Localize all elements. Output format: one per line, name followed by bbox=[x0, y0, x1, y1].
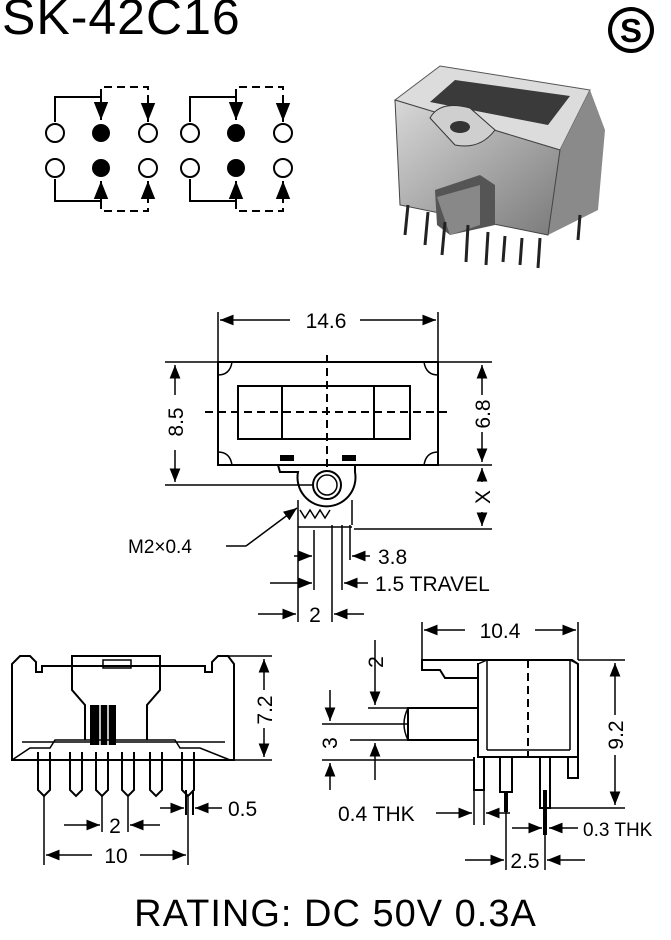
dim-top-width: 14.6 bbox=[306, 310, 347, 333]
thread-label: M2×0.4 bbox=[128, 537, 192, 558]
dim-side-width: 10.4 bbox=[480, 620, 521, 643]
dim-front-width: 10 bbox=[104, 845, 127, 868]
dim-3-8: 3.8 bbox=[378, 546, 407, 569]
front-view-drawing: 7.2 0.5 2 10 bbox=[11, 655, 277, 868]
dim-side-pitch: 2.5 bbox=[510, 850, 539, 873]
product-illustration bbox=[393, 65, 605, 269]
dim-front-height: 7.2 bbox=[254, 695, 277, 724]
dim-top-x: X bbox=[472, 490, 495, 504]
side-view-drawing: 10.4 2 3 9.2 0.4 THK 0.3 THK 2.5 bbox=[319, 620, 653, 873]
circuit-schematic bbox=[45, 86, 293, 212]
dim-side-height: 9.2 bbox=[605, 720, 628, 749]
model-title: SK-42C16 bbox=[2, 0, 241, 45]
dim-travel: 1.5 TRAVEL bbox=[375, 573, 490, 596]
dim-top-inner-height: 6.8 bbox=[472, 399, 495, 428]
rating-label: RATING: DC 50V 0.3A bbox=[134, 893, 537, 935]
circuit-pole-2 bbox=[180, 86, 293, 212]
dim-pitch-2-top: 2 bbox=[309, 604, 321, 627]
dim-front-thk: 0.5 bbox=[228, 798, 257, 821]
top-view-drawing: 14.6 8.5 6.8 X M2×0.4 3.8 1.5 TRAVEL bbox=[128, 310, 495, 627]
dim-side-three: 3 bbox=[319, 737, 342, 749]
dim-side-thk03: 0.3 THK bbox=[583, 820, 653, 841]
dim-front-pitch: 2 bbox=[109, 815, 121, 838]
brand-logo: S bbox=[608, 7, 654, 53]
dim-side-actuator: 2 bbox=[365, 656, 388, 668]
dim-side-thk04: 0.4 THK bbox=[338, 803, 415, 826]
dim-top-height: 8.5 bbox=[165, 407, 188, 436]
circuit-pole-1 bbox=[45, 86, 158, 212]
logo-letter: S bbox=[620, 12, 642, 49]
